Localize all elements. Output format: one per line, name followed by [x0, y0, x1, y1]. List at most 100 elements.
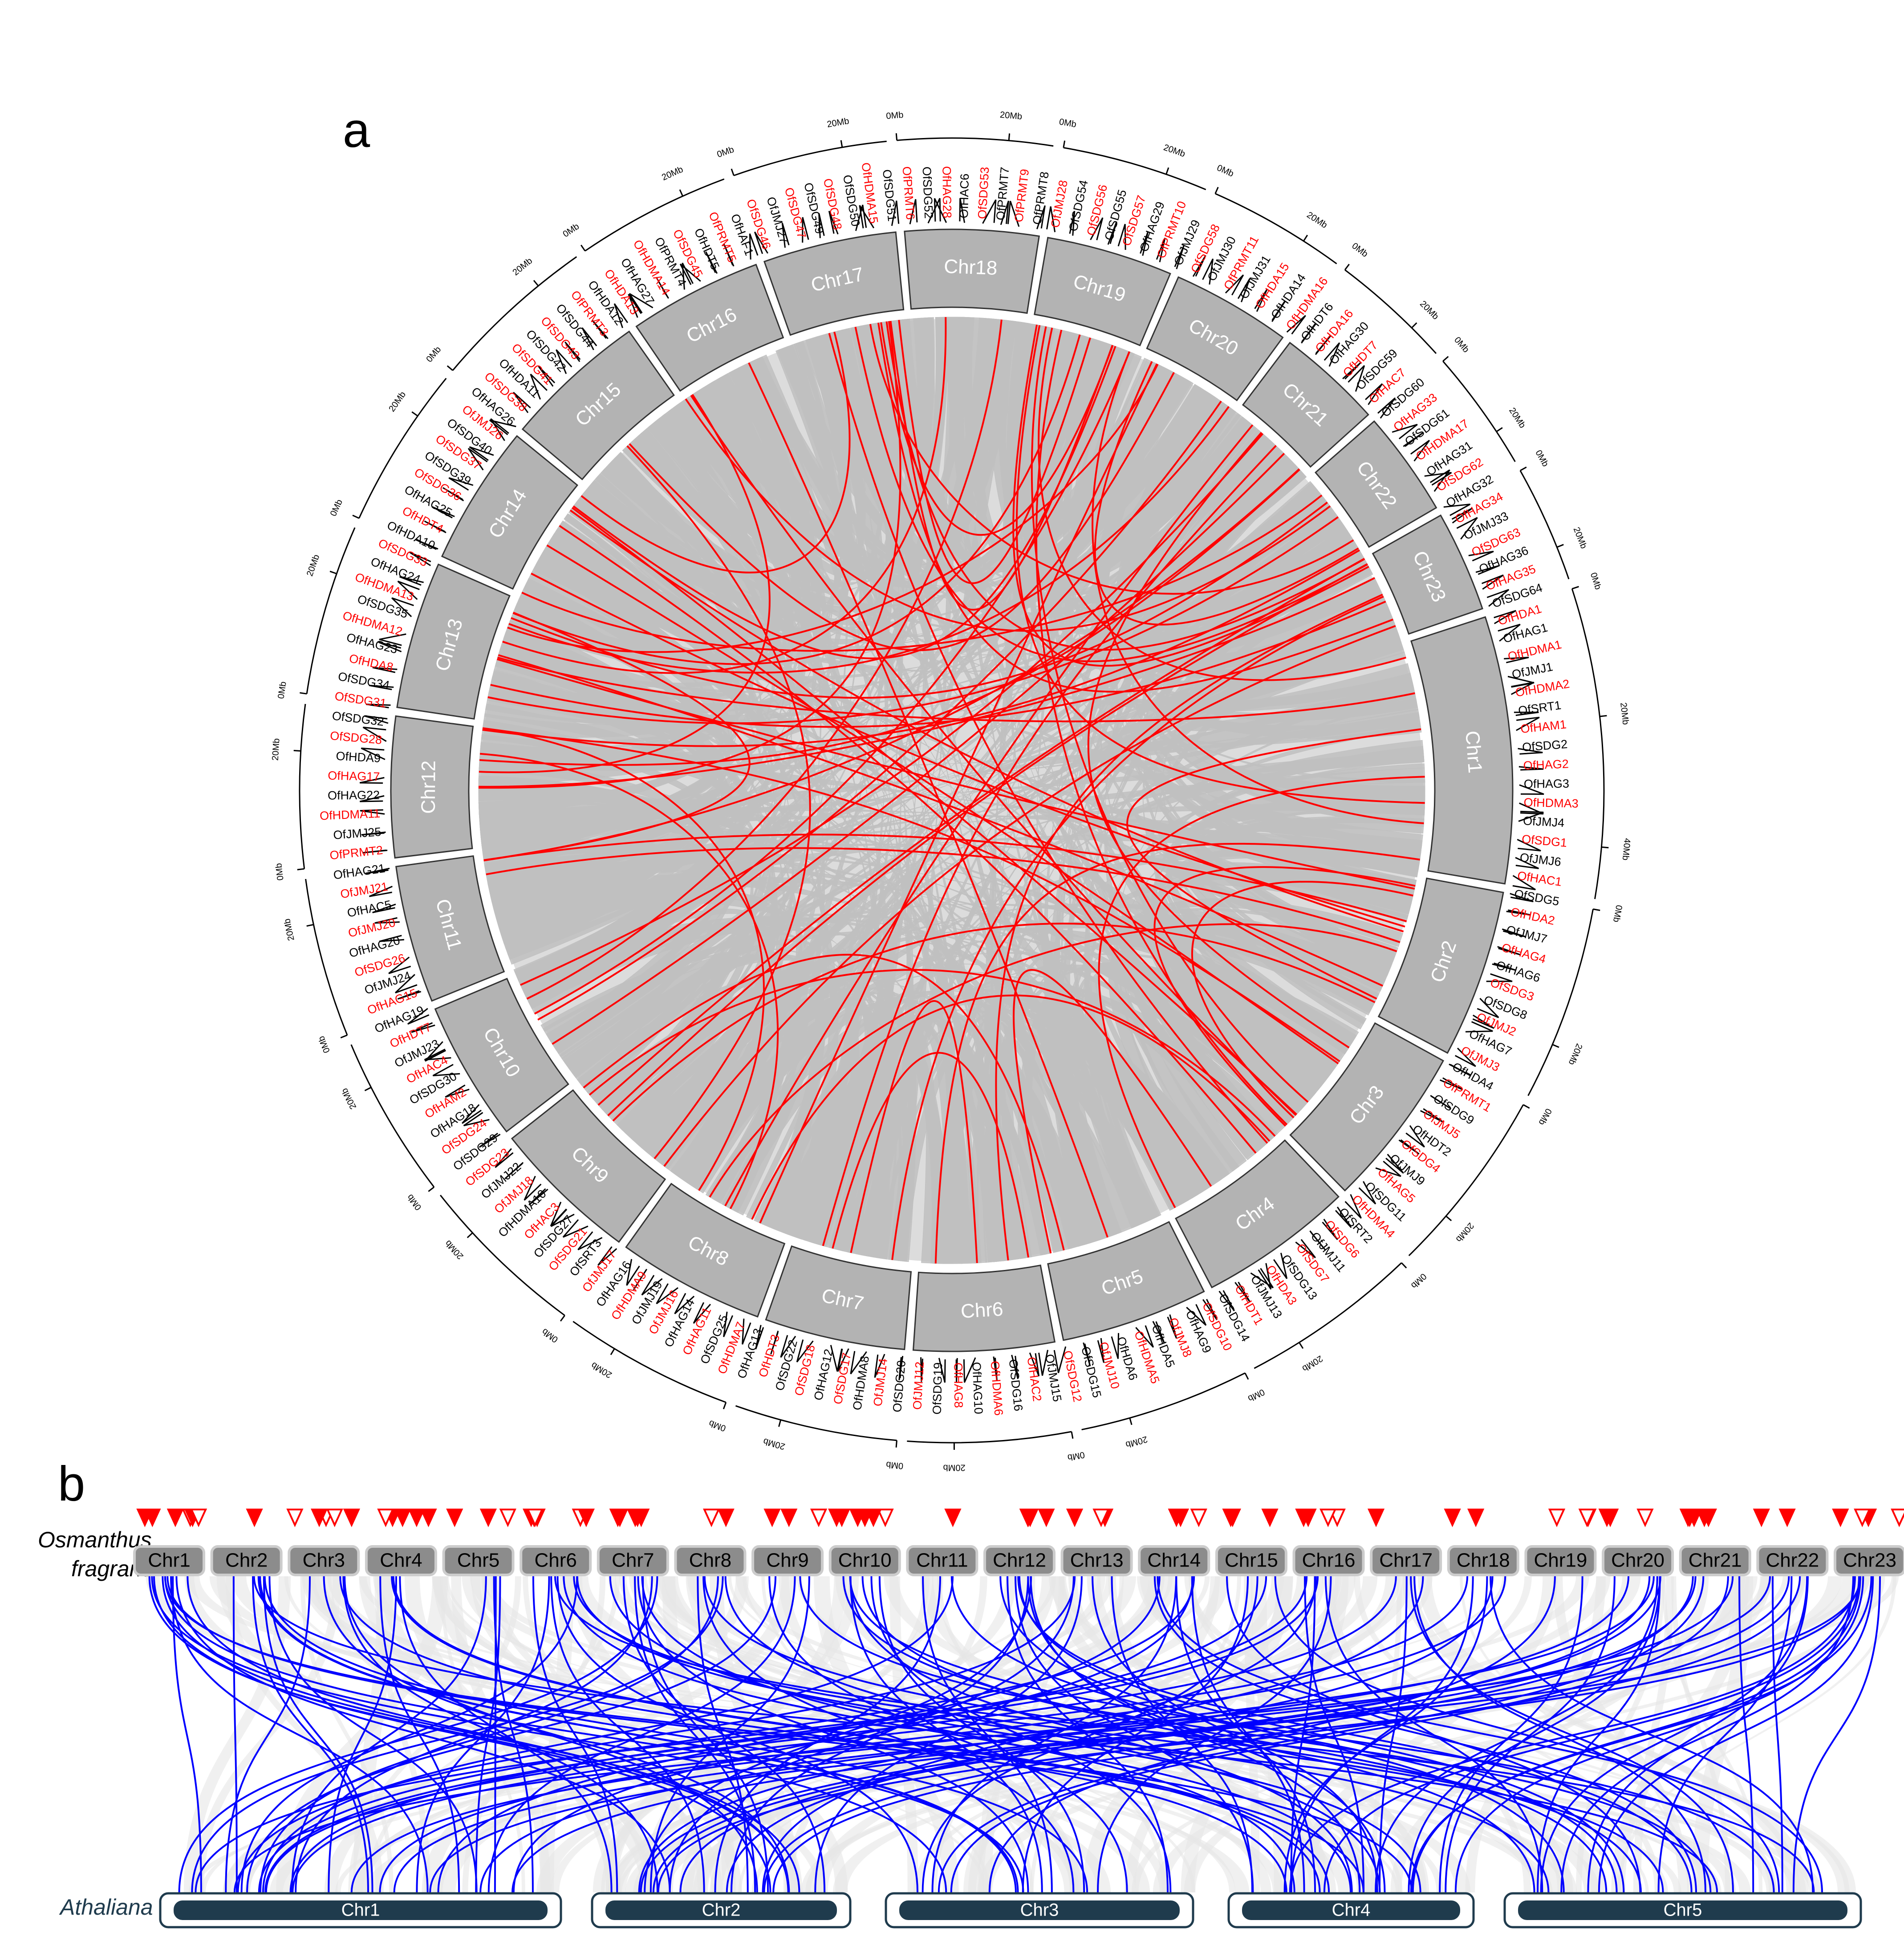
- gene-marker: [856, 1509, 873, 1527]
- collinear-link: [642, 1576, 769, 1893]
- collinear-block: [1617, 1576, 1896, 1892]
- gene-label: OfHAG22: [328, 788, 380, 802]
- gene-connector: [1046, 206, 1056, 232]
- gene-connector: [1424, 472, 1452, 486]
- gene-connector: [361, 831, 386, 836]
- gene-connector: [1301, 323, 1317, 344]
- scale-label: 20Mb: [271, 738, 282, 761]
- chromosome-9: [511, 1089, 666, 1243]
- gene-connector: [938, 1358, 946, 1383]
- osmanthus-chromosome: [133, 1545, 205, 1576]
- collinear-link: [652, 1576, 1697, 1893]
- collinear-link: [634, 1576, 756, 1893]
- collinear-link: [1290, 1576, 1316, 1893]
- gene-connector: [1117, 224, 1126, 250]
- gene-connector: [397, 990, 422, 1000]
- gene-connector: [1135, 1325, 1154, 1348]
- segmental-link: [759, 363, 1158, 1224]
- segmental-link: [581, 331, 851, 574]
- collinear-link: [1379, 1576, 1408, 1893]
- gene-label: OfHAG3: [1524, 777, 1569, 791]
- arabidopsis-chromosome-label: Chr5: [1664, 1900, 1702, 1920]
- gene-connector: [1392, 423, 1418, 439]
- gene-connector: [388, 956, 411, 974]
- arabidopsis-chromosome: [1242, 1900, 1460, 1920]
- gene-connector: [1518, 766, 1544, 771]
- collinear-link: [878, 1576, 1085, 1893]
- gene-connector: [443, 487, 464, 501]
- gene-connector: [361, 747, 386, 760]
- gene-connector: [369, 886, 393, 897]
- segmental-link: [1191, 881, 1413, 1119]
- collinear-block: [833, 1576, 1842, 1892]
- osmanthus-chromosome: [1138, 1545, 1210, 1576]
- gene-marker: [166, 1509, 184, 1527]
- arabidopsis-chromosome: [1518, 1900, 1847, 1920]
- gene-connector: [512, 391, 531, 413]
- collinear-link: [556, 1576, 919, 1893]
- collinear-link: [1413, 1576, 1707, 1893]
- segmental-link: [685, 398, 1331, 632]
- gene-connector: [1518, 810, 1544, 822]
- gene-connector: [1472, 1014, 1494, 1029]
- osmanthus-chromosome: [1292, 1545, 1365, 1576]
- gene-connector: [1515, 857, 1539, 869]
- chromosome-10: [434, 977, 569, 1133]
- gene-marker: [780, 1509, 798, 1527]
- gene-connector: [431, 506, 455, 519]
- gene-connector: [1502, 928, 1526, 938]
- gene-connector: [1322, 1219, 1338, 1241]
- osmanthus-chromosome-label: Chr17: [1379, 1550, 1433, 1571]
- gene-connector: [1365, 383, 1383, 405]
- segmental-link: [934, 842, 1420, 1264]
- gene-label: OfJMJ4: [1522, 814, 1565, 830]
- gene-connector: [1315, 335, 1332, 355]
- gene-marker: [526, 1509, 544, 1527]
- gene-marker: [703, 1509, 720, 1527]
- gene-connector: [490, 418, 509, 441]
- gene-connector: [364, 715, 389, 724]
- gene-connector: [1250, 1268, 1274, 1289]
- segmental-link: [583, 953, 1065, 1251]
- arabidopsis-chromosome: [174, 1900, 548, 1920]
- collinear-block: [1552, 1576, 1689, 1892]
- chromosome-label: Chr18: [944, 256, 998, 279]
- scale-label: 20Mb: [943, 1463, 966, 1473]
- scale-tick: [467, 1232, 473, 1238]
- scale-tick: [895, 133, 898, 141]
- gene-connector: [424, 1041, 446, 1062]
- gene-marker: [446, 1509, 463, 1527]
- segmental-link: [531, 573, 1405, 928]
- gene-marker: [394, 1509, 411, 1527]
- gene-connector: [448, 477, 474, 491]
- collinear-link: [429, 1576, 1862, 1893]
- collinear-block: [761, 1576, 1034, 1892]
- collinear-link: [339, 1576, 1287, 1893]
- segmental-link: [1098, 776, 1425, 1208]
- gene-marker: [420, 1509, 437, 1527]
- segmental-link: [748, 362, 1108, 1238]
- collinear-block: [374, 1576, 431, 1892]
- gene-marker: [609, 1509, 626, 1527]
- gene-marker: [408, 1509, 425, 1527]
- osmanthus-chromosome: [597, 1545, 669, 1576]
- gene-connector: [469, 446, 494, 461]
- osmanthus-chromosome: [1370, 1545, 1442, 1576]
- gene-marker: [377, 1509, 394, 1527]
- collinear-link: [861, 1576, 1535, 1893]
- gene-label: OfHAG8: [951, 1363, 965, 1408]
- gene-marker: [326, 1509, 343, 1527]
- gene-label: OfHAG17: [328, 769, 380, 784]
- collinear-link: [1191, 1576, 1305, 1893]
- gene-connector: [1053, 1346, 1067, 1373]
- gene-connector: [626, 1259, 640, 1286]
- segmental-link: [480, 753, 779, 1209]
- gene-label: OfHDMA11: [319, 807, 380, 823]
- scale-tick: [895, 1440, 897, 1448]
- osmanthus-chromosome-label: Chr2: [225, 1550, 268, 1571]
- gene-connector: [1323, 342, 1340, 367]
- osmanthus-chromosome: [983, 1545, 1056, 1576]
- collinear-link: [768, 1576, 1128, 1893]
- chromosome-20: [1146, 276, 1284, 402]
